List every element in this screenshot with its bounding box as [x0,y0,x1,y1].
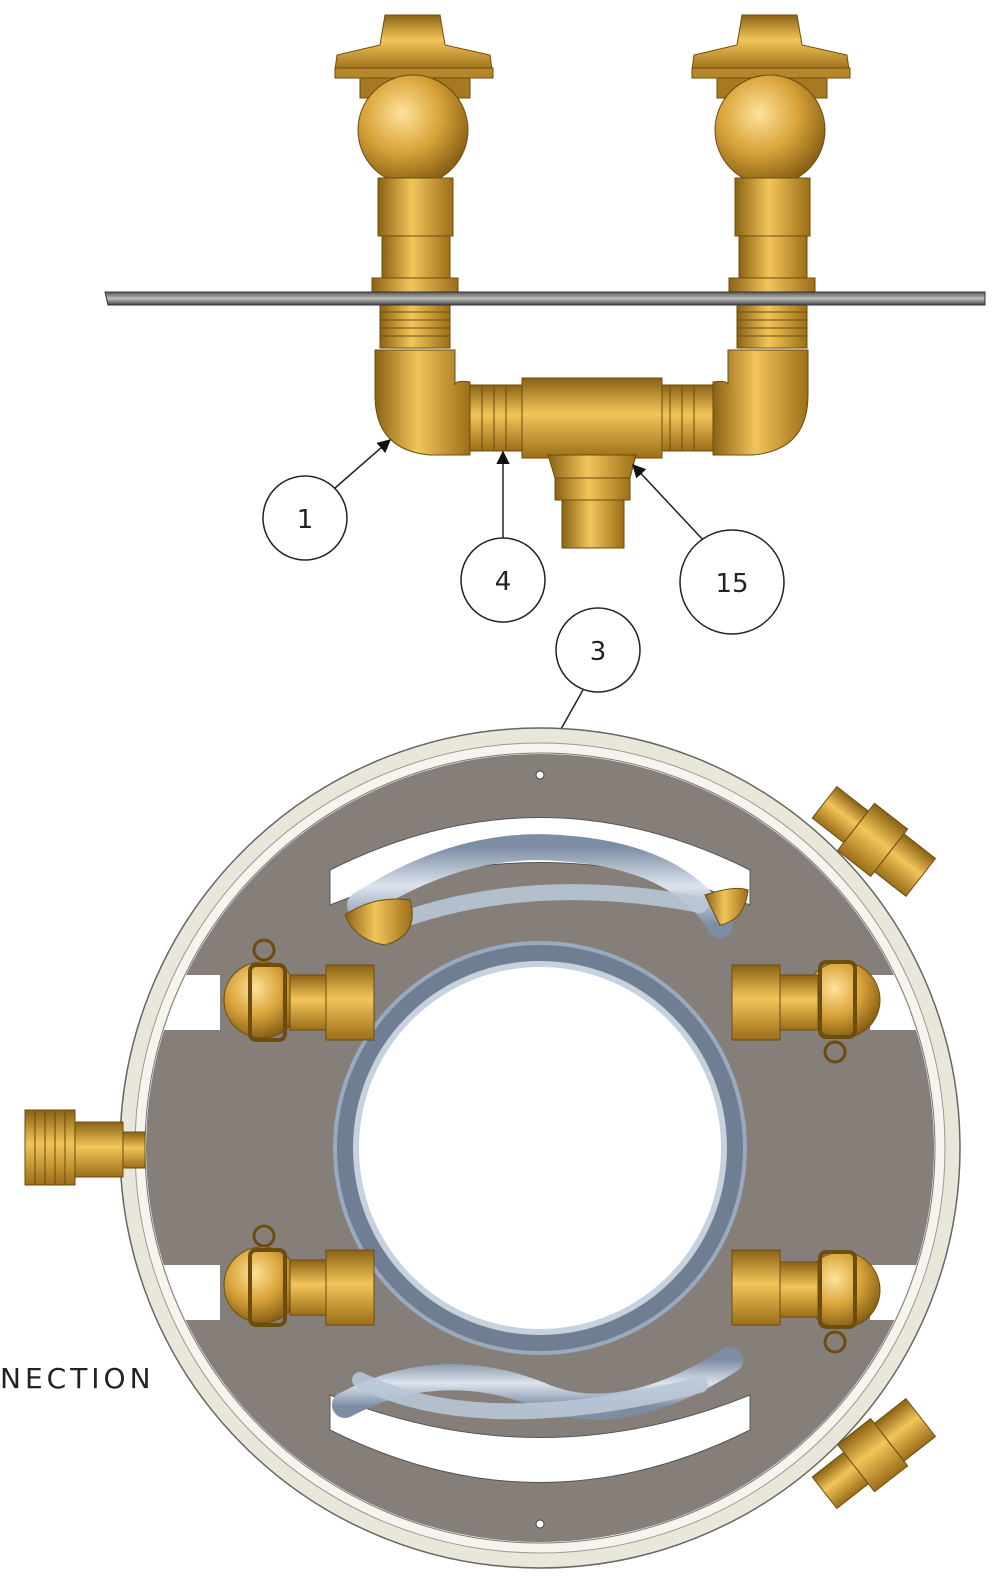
mounting-plate-edge [104,291,986,306]
callout-1-label: 1 [297,505,314,535]
hose-top [347,834,733,938]
bolt-hole-bottom [535,1519,545,1529]
center-opening [336,944,744,1352]
section-label: NECTION [0,1362,155,1395]
fitting-left-outlet [24,1109,146,1186]
callout-4-label: 4 [495,567,512,597]
callout-15-label: 15 [715,569,748,599]
right-nipple [657,384,714,452]
hose-end-left [344,898,413,946]
fitting-lower-right-outlet [811,1397,937,1510]
valve-upper-right [731,960,881,1064]
callout-balloon-4[interactable]: 4 [460,537,546,623]
right-thread-bands [736,303,808,349]
left-elbow [374,349,471,456]
right-elbow [712,349,809,456]
valve-upper-left [223,938,375,1042]
left-thread-bands [379,303,451,349]
callout-balloon-15[interactable]: 15 [679,529,785,635]
valve-lower-right [731,1249,881,1354]
hose-end-right [704,887,749,926]
callout-leaders-top [334,439,706,543]
left-nipple [469,384,526,452]
callout-balloon-3[interactable]: 3 [555,607,641,693]
fitting-upper-right-outlet [811,785,937,898]
manifold-ring-assembly [24,727,961,1569]
callout-balloon-1[interactable]: 1 [262,475,348,561]
right-ball-valve [691,14,851,349]
left-ball-valve [334,14,494,349]
bolt-hole-top [535,770,545,780]
callout-3-label: 3 [590,637,607,667]
tee-assembly [104,14,986,549]
valve-lower-left [223,1224,375,1327]
tee-fitting [521,377,663,549]
